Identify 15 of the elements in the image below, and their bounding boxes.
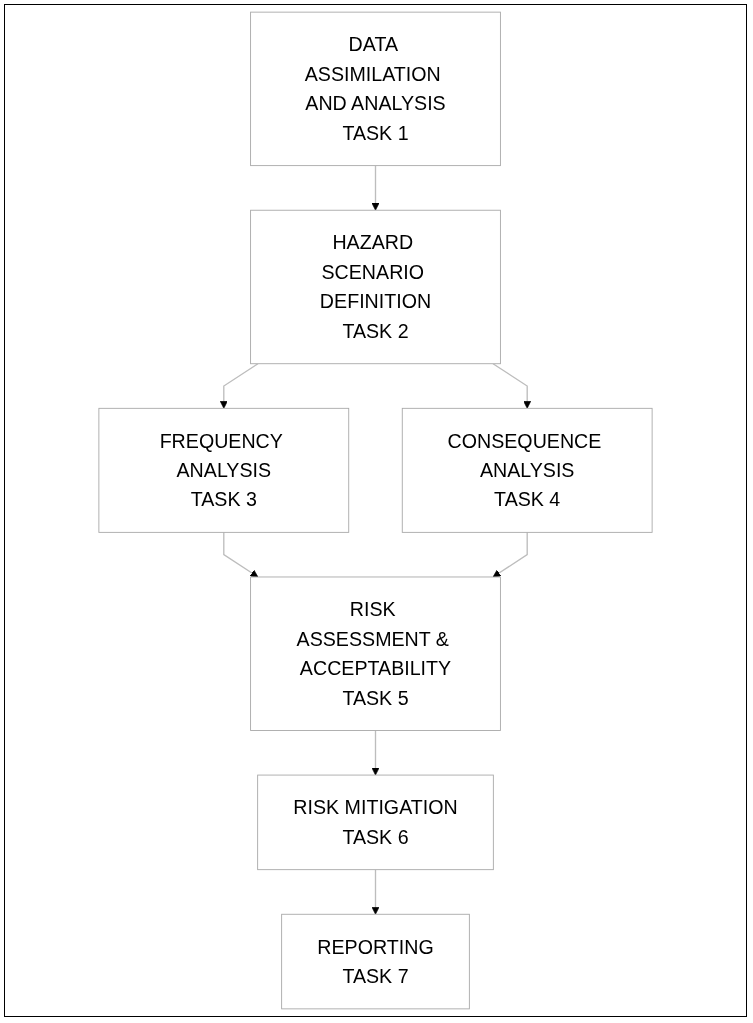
- arrow: [223, 531, 259, 578]
- node-box: [250, 576, 501, 731]
- node-box: [401, 407, 653, 533]
- node-box: [281, 913, 470, 1010]
- arrow: [219, 363, 259, 409]
- arrow: [371, 164, 380, 211]
- arrow: [371, 869, 380, 915]
- arrow: [371, 729, 380, 776]
- arrow: [492, 531, 528, 578]
- node-box: [257, 774, 494, 871]
- figure-frame: DATA ASSIMILATION AND ANALYSIS TASK 1 HAZARD SCENARIO DEFINITION TASK 2 FREQUENCY ANALYSIS TASK 3 CONSEQUENCE ANALYSIS TASK 4 RISK ASSESSMENT & ACCEPTABILITY TASK 5 RISK MITIGATION TASK 6 REPORTING TASK 7: [4, 4, 747, 1017]
- node-box: [98, 407, 350, 533]
- node-box: [250, 11, 501, 167]
- arrow: [492, 363, 532, 409]
- node-box: [250, 209, 501, 365]
